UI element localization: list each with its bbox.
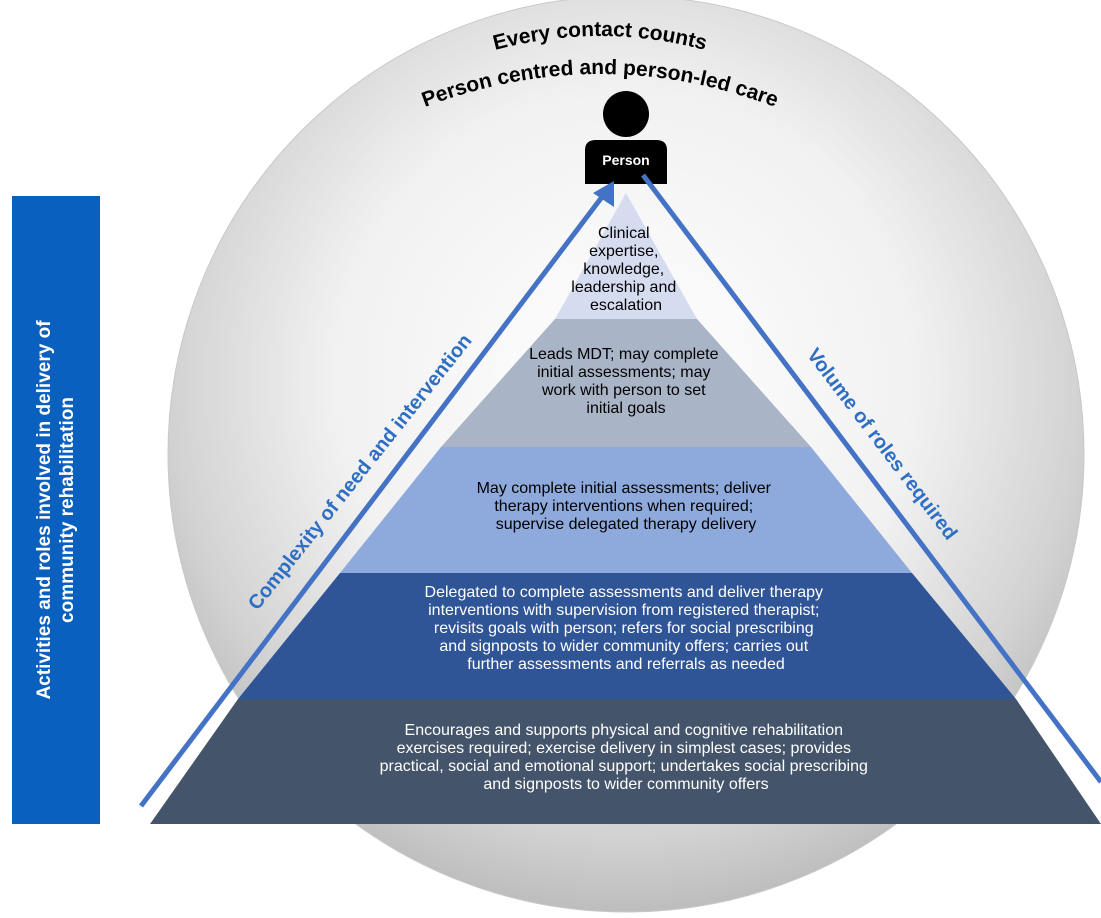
complexity-arrow [139, 181, 614, 808]
pyramid-tier-3 [340, 447, 912, 573]
pyramid-tier-4 [238, 573, 1016, 699]
pyramid-tier-5 [150, 699, 1101, 824]
side-banner: Activities and roles involved in deliver… [12, 196, 100, 824]
person-label: Person [602, 152, 649, 168]
tier-2-text: Leads MDT; may complete initial assessme… [529, 346, 723, 417]
volume-arrow [641, 173, 1101, 784]
tier-4-text: Delegated to complete assessments and de… [425, 584, 828, 673]
tier-3-text: May complete initial assessments; delive… [477, 480, 776, 533]
person-icon [585, 91, 667, 184]
tier-1-text: Clinical expertise, knowledge, leadershi… [571, 225, 680, 314]
pyramid-tier-2 [441, 319, 811, 447]
tier-5-text: Encourages and supports physical and cog… [380, 722, 873, 793]
pyramid-tier-1 [555, 193, 697, 319]
